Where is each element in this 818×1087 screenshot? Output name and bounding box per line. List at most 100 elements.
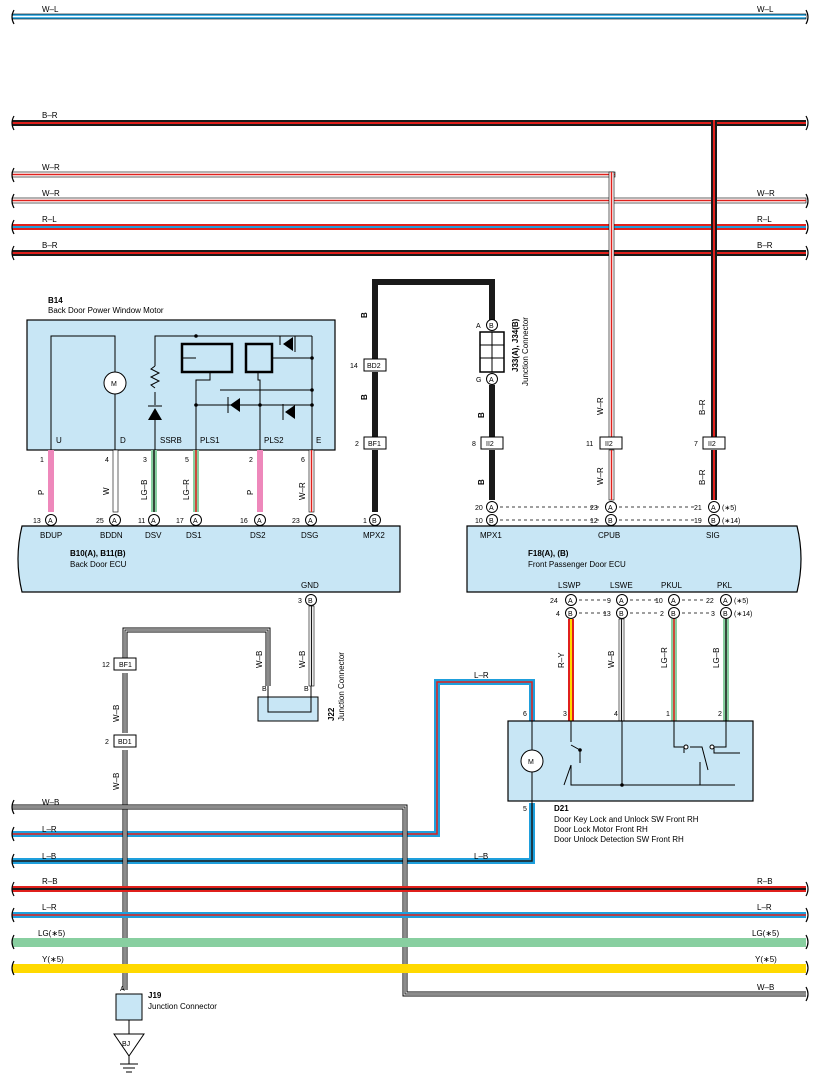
wire-cpub-label2: W–R — [596, 467, 605, 485]
f18-code: F18(A), (B) — [528, 549, 569, 558]
j33-left-g: G — [476, 377, 481, 384]
f18-l4: B — [608, 518, 613, 525]
f18-l8: B — [568, 611, 573, 618]
f18-cpub: CPUB — [598, 531, 620, 540]
d21-line1: Door Key Lock and Unlock SW Front RH — [554, 815, 699, 824]
label-rb-b-r: R–B — [757, 877, 773, 886]
b10-pin-dsv: DSV — [145, 531, 162, 540]
b10-b1: B — [372, 518, 377, 525]
f18-l12: B — [671, 611, 676, 618]
label-lr-b2: L–R — [42, 903, 57, 912]
label-lb-b2: L–B — [474, 852, 488, 861]
label-wb-b2: W–B — [757, 983, 774, 992]
f18-l2: B — [489, 518, 494, 525]
j22-name: Junction Connector — [337, 652, 346, 721]
pin-dsg: 23 — [292, 518, 300, 525]
b10-gnd: GND — [301, 581, 319, 590]
wire-lswe: W–B — [607, 651, 616, 668]
wire-lswp: R–Y — [557, 652, 566, 668]
f18-l10: B — [619, 611, 624, 618]
wire-sig-label2: B–R — [698, 469, 707, 485]
bf1b-no: 12 — [102, 662, 110, 669]
pin-lswp-b: 4 — [556, 611, 560, 618]
f18-l1: A — [489, 505, 494, 512]
ii2b: II2 — [605, 441, 613, 448]
wire-d21-lr: L–R — [12, 671, 535, 864]
wire-pls2: P — [246, 490, 255, 495]
wire-b-label4: B — [477, 479, 486, 485]
b10-pin-mpx2: MPX2 — [363, 531, 385, 540]
b10-pin-ds1: DS1 — [186, 531, 202, 540]
b14-pin-ssrb: SSRB — [160, 436, 182, 445]
bf1b: BF1 — [119, 662, 132, 669]
harness-top — [11, 9, 809, 261]
d21-box: M 6 3 4 1 2 5 D21 Door Key Lock and Unlo… — [507, 711, 754, 844]
wire-bd1-wb: W–B — [112, 773, 121, 790]
inline-connectors: BD2 14 BF1 2 II2 8 II2 11 II2 7 — [350, 358, 726, 450]
bd2-no: 14 — [350, 363, 358, 370]
pin-dsv: 11 — [138, 518, 145, 525]
b14-wires: 1 4 3 5 2 6 P W LG–B LG–R P W–R — [37, 449, 315, 513]
f18-lswp: LSWP — [558, 581, 581, 590]
wire-pls1: LG–R — [182, 479, 191, 500]
f18-mpx1: MPX1 — [480, 531, 502, 540]
wire-bf1-wb: W–B — [112, 705, 121, 722]
j22-b1: B — [262, 686, 267, 693]
j33-connector: B A A G J33(A), J34(B) Junction Connecto… — [476, 317, 530, 386]
j33-name: Junction Connector — [521, 317, 530, 386]
pin-u: 1 — [40, 457, 44, 464]
b10-pin-dsg: DSG — [301, 531, 318, 540]
pin-ds2: 16 — [240, 518, 248, 525]
b10-a5: A — [257, 518, 262, 525]
b10-code: B10(A), B11(B) — [70, 549, 126, 558]
j33-b: B — [489, 323, 494, 330]
label-lb-b: L–B — [42, 852, 56, 861]
label-y5: Y(∗5) — [42, 955, 64, 964]
bf1a: BF1 — [368, 441, 381, 448]
ii2c-no: 7 — [694, 441, 698, 448]
f18-l6: B — [711, 518, 716, 525]
d21-line3: Door Unlock Detection SW Front RH — [554, 835, 684, 844]
f18-box: A B A B A B A B A B A B A B 20 10 23 12 … — [466, 501, 802, 619]
j19-connector: A J19 Junction Connector BJ — [113, 986, 217, 1073]
pin-pkl-a: 22 — [706, 598, 714, 605]
wire-bf1-bd1: BF1 12 BD1 2 W–B W–B — [102, 657, 137, 990]
b10-pin-bdup: BDUP — [40, 531, 62, 540]
label-lg5: LG(∗5) — [38, 929, 65, 938]
wire-pkl: LG–B — [712, 648, 721, 668]
d21-line2: Door Lock Motor Front RH — [554, 825, 648, 834]
j22-b2: B — [304, 686, 309, 693]
wire-sig-label1: B–R — [698, 399, 707, 415]
ii2a-no: 8 — [472, 441, 476, 448]
b14-motor: M — [111, 381, 117, 388]
ii2c: II2 — [708, 441, 716, 448]
wire-ssrb: LG–B — [140, 480, 149, 500]
note-pkl-b14: (∗14) — [734, 611, 752, 618]
bd2: BD2 — [367, 363, 381, 370]
ii2b-no: 11 — [586, 441, 593, 448]
b10-box: A A A A A A B B 13 25 11 17 16 23 1 3 BD… — [17, 514, 401, 606]
harness-bottom: W–B L–R L–B L–B R–B R–B L–R L–R LG(∗5) L… — [11, 798, 809, 1002]
wire-cpub-label1: W–R — [596, 397, 605, 415]
label-wl: W–L — [42, 5, 59, 14]
note-pkl-a5: (∗5) — [734, 598, 748, 605]
pin-ssrb: 3 — [143, 457, 147, 464]
pin-bdup: 13 — [33, 518, 41, 525]
wire-e: W–R — [298, 482, 307, 500]
f18-l13: A — [723, 598, 728, 605]
note-b14: (∗14) — [722, 518, 740, 525]
f18-lswe: LSWE — [610, 581, 633, 590]
j33-code: J33(A), J34(B) — [511, 318, 520, 372]
pin-pls2: 2 — [249, 457, 253, 464]
b10-name: Back Door ECU — [70, 560, 127, 569]
label-wr2-r: W–R — [757, 189, 775, 198]
bd1-no: 2 — [105, 739, 109, 746]
b14-name: Back Door Power Window Motor — [48, 306, 164, 315]
wire-mpx: B B B B — [360, 279, 495, 512]
f18-l5: A — [711, 505, 716, 512]
wire-gnd-wb2: W–B — [298, 651, 307, 668]
pin-sig-a: 21 — [694, 505, 702, 512]
d21-pin4: 4 — [614, 711, 618, 718]
pin-pls1: 5 — [185, 457, 189, 464]
label-wb-b: W–B — [42, 798, 59, 807]
